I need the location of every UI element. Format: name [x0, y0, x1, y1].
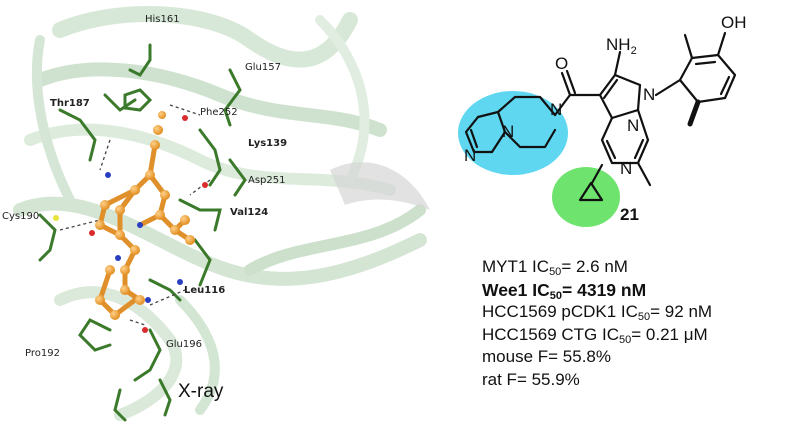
- residue-label-asp251: Asp251: [248, 175, 286, 186]
- hydrogen-bonds: [59, 104, 211, 326]
- atom-hydroxyl: OH: [721, 13, 747, 32]
- xray-structure-panel: His161 Glu157 Thr187 Phe252 Lys139 Asp25…: [2, 6, 430, 422]
- property-subscript: 50: [637, 311, 651, 323]
- wedge-bond-methyl: [687, 99, 701, 127]
- property-myt1-ic50: MYT1 IC50= 2.6 nM: [482, 256, 800, 279]
- compound-properties: MYT1 IC50= 2.6 nM Wee1 IC50= 4319 nM HCC…: [482, 256, 800, 391]
- residue-label-glu157: Glu157: [245, 62, 281, 73]
- cyclopropyl-highlight: [552, 167, 620, 227]
- atom-oxygen: O: [555, 54, 568, 73]
- property-rat-f: rat F= 55.9%: [482, 369, 800, 392]
- xray-caption: X-ray: [178, 381, 224, 402]
- atom-amide-nitrogen: N: [550, 100, 562, 119]
- property-ctg-ic50: HCC1569 CTG IC50= 0.21 μM: [482, 324, 800, 347]
- property-label: Wee1 IC: [482, 279, 550, 300]
- property-value: = 0.21 μM: [631, 324, 708, 344]
- compound-structure: O NH2 OH N N N N N N 21: [458, 13, 747, 227]
- property-label: mouse F= 55.8%: [482, 347, 611, 366]
- xray-structure-image: His161 Glu157 Thr187 Phe252 Lys139 Asp25…: [2, 6, 430, 422]
- ribbon-arrow-shading: [330, 162, 430, 210]
- atom-pyrazole-nitrogen: N: [464, 146, 476, 165]
- residue-label-cys190: Cys190: [2, 211, 39, 222]
- bicyclic-highlight: [458, 91, 568, 175]
- property-subscript: 50: [549, 289, 563, 302]
- atom-pyrazine-nitrogen-bottom: N: [620, 159, 632, 178]
- property-mouse-f: mouse F= 55.8%: [482, 346, 800, 369]
- property-wee1-ic50: Wee1 IC50= 4319 nM: [482, 279, 800, 302]
- property-label: rat F= 55.9%: [482, 369, 580, 389]
- residue-sticks: [38, 43, 247, 422]
- property-label: HCC1569 CTG IC: [482, 324, 619, 344]
- residue-label-val124: Val124: [230, 207, 268, 218]
- residue-label-glu196: Glu196: [166, 339, 202, 350]
- atom-nh2: NH2: [606, 35, 637, 57]
- compound-number: 21: [620, 205, 639, 224]
- atom-nh2-subscript: 2: [631, 45, 637, 57]
- atom-fused-nitrogen: N: [502, 122, 514, 141]
- residue-label-thr187: Thr187: [50, 98, 90, 109]
- residue-label-lys139: Lys139: [248, 138, 287, 149]
- protein-ribbon: [13, 6, 427, 421]
- residue-label-his161: His161: [145, 14, 180, 25]
- property-value: = 92 nM: [650, 302, 713, 321]
- property-value: = 4319 nM: [562, 279, 647, 300]
- residue-label-pro192: Pro192: [25, 348, 60, 359]
- atom-pyrrole-nitrogen: N: [643, 85, 655, 104]
- property-label: MYT1 IC: [482, 257, 550, 276]
- property-subscript: 50: [618, 333, 632, 346]
- compound-structure-panel: O NH2 OH N N N N N N 21: [440, 0, 800, 230]
- bond-lines: [464, 31, 737, 202]
- ligand-model: [53, 111, 208, 333]
- residue-label-phe252: Phe252: [200, 107, 238, 118]
- property-value: = 2.6 nM: [561, 257, 628, 276]
- residue-label-leu116: Leu116: [184, 285, 225, 296]
- atom-pyrazine-nitrogen-top: N: [627, 116, 639, 135]
- property-label: HCC1569 pCDK1 IC: [482, 302, 638, 321]
- property-subscript: 50: [549, 266, 562, 278]
- property-pcdk1-ic50: HCC1569 pCDK1 IC50= 92 nM: [482, 301, 800, 324]
